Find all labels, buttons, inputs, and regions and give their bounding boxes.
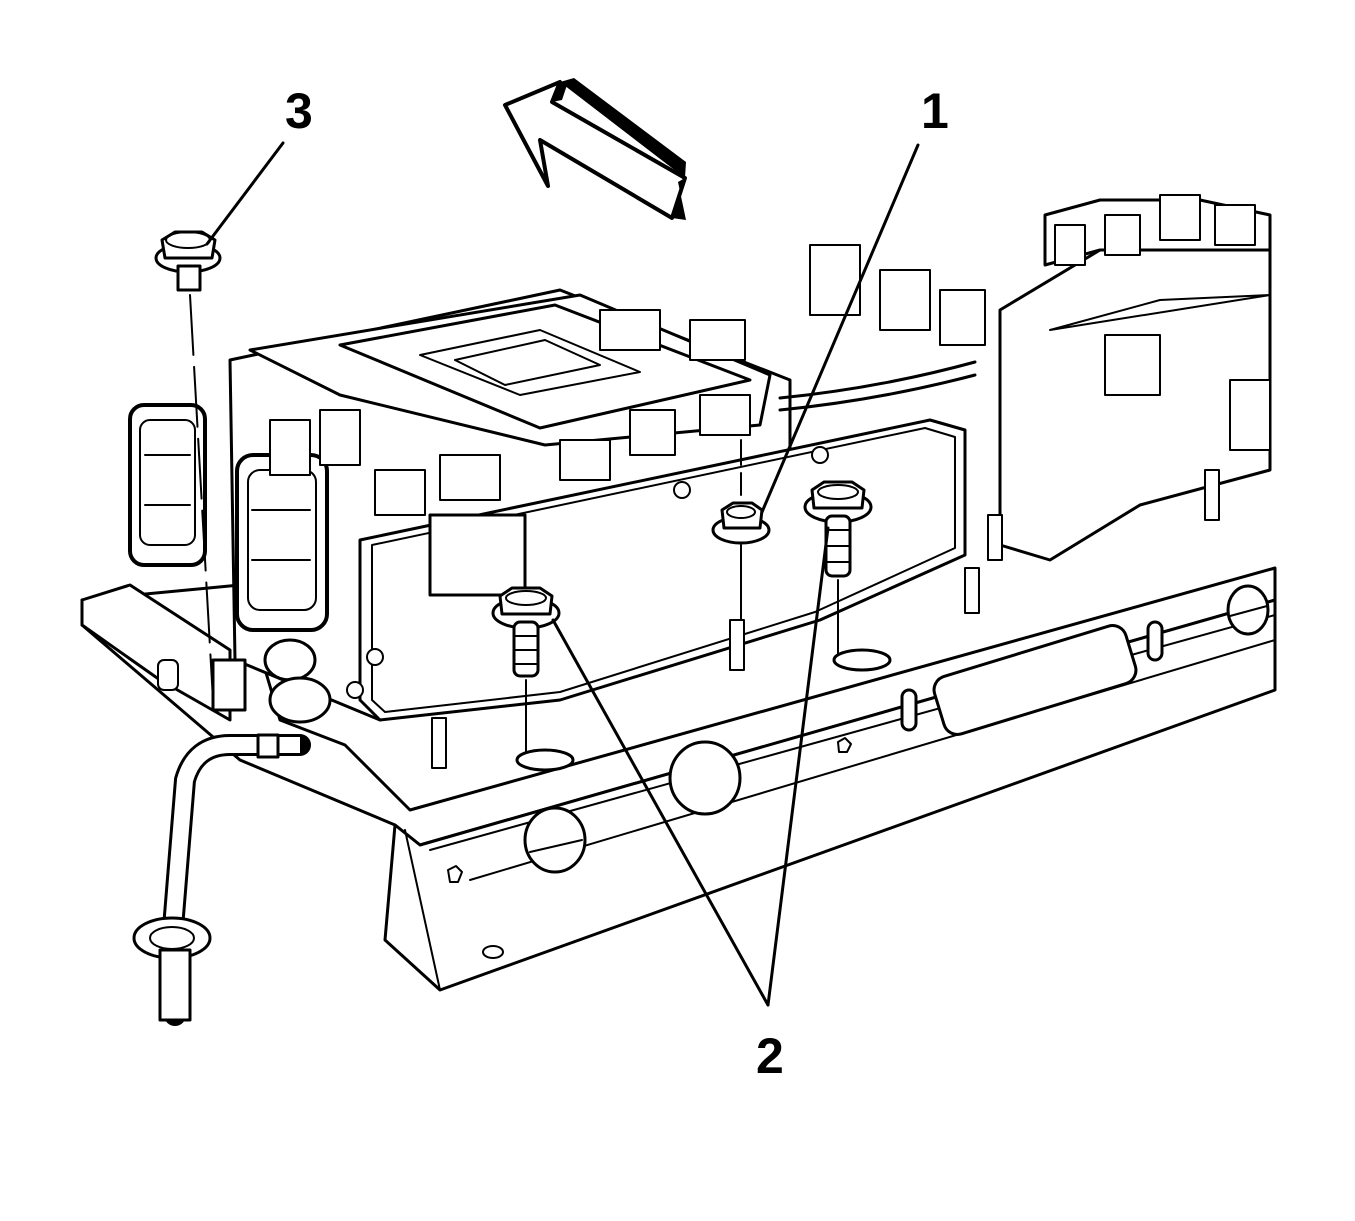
callout-label-2: 2	[756, 1028, 784, 1084]
leader-line-2b	[766, 526, 830, 1007]
front-direction-arrow-icon	[503, 78, 687, 220]
fastener-2-bolt-right	[803, 480, 892, 672]
fastener-3-bolt	[154, 230, 247, 712]
callout-labels: 1 2 3	[285, 83, 949, 1084]
fastener-1-nut	[711, 439, 771, 621]
power-module-assembly	[128, 194, 1272, 769]
leader-line-3	[205, 141, 285, 246]
leader-line-2a	[551, 618, 770, 1007]
leader-line-1	[760, 143, 920, 514]
fastener-2-bolt-left	[491, 586, 575, 772]
coolant-line	[132, 733, 311, 1026]
callout-label-3: 3	[285, 83, 313, 139]
leader-lines	[205, 141, 920, 1007]
callout-label-1: 1	[921, 83, 949, 139]
mounting-frame	[80, 566, 1277, 992]
